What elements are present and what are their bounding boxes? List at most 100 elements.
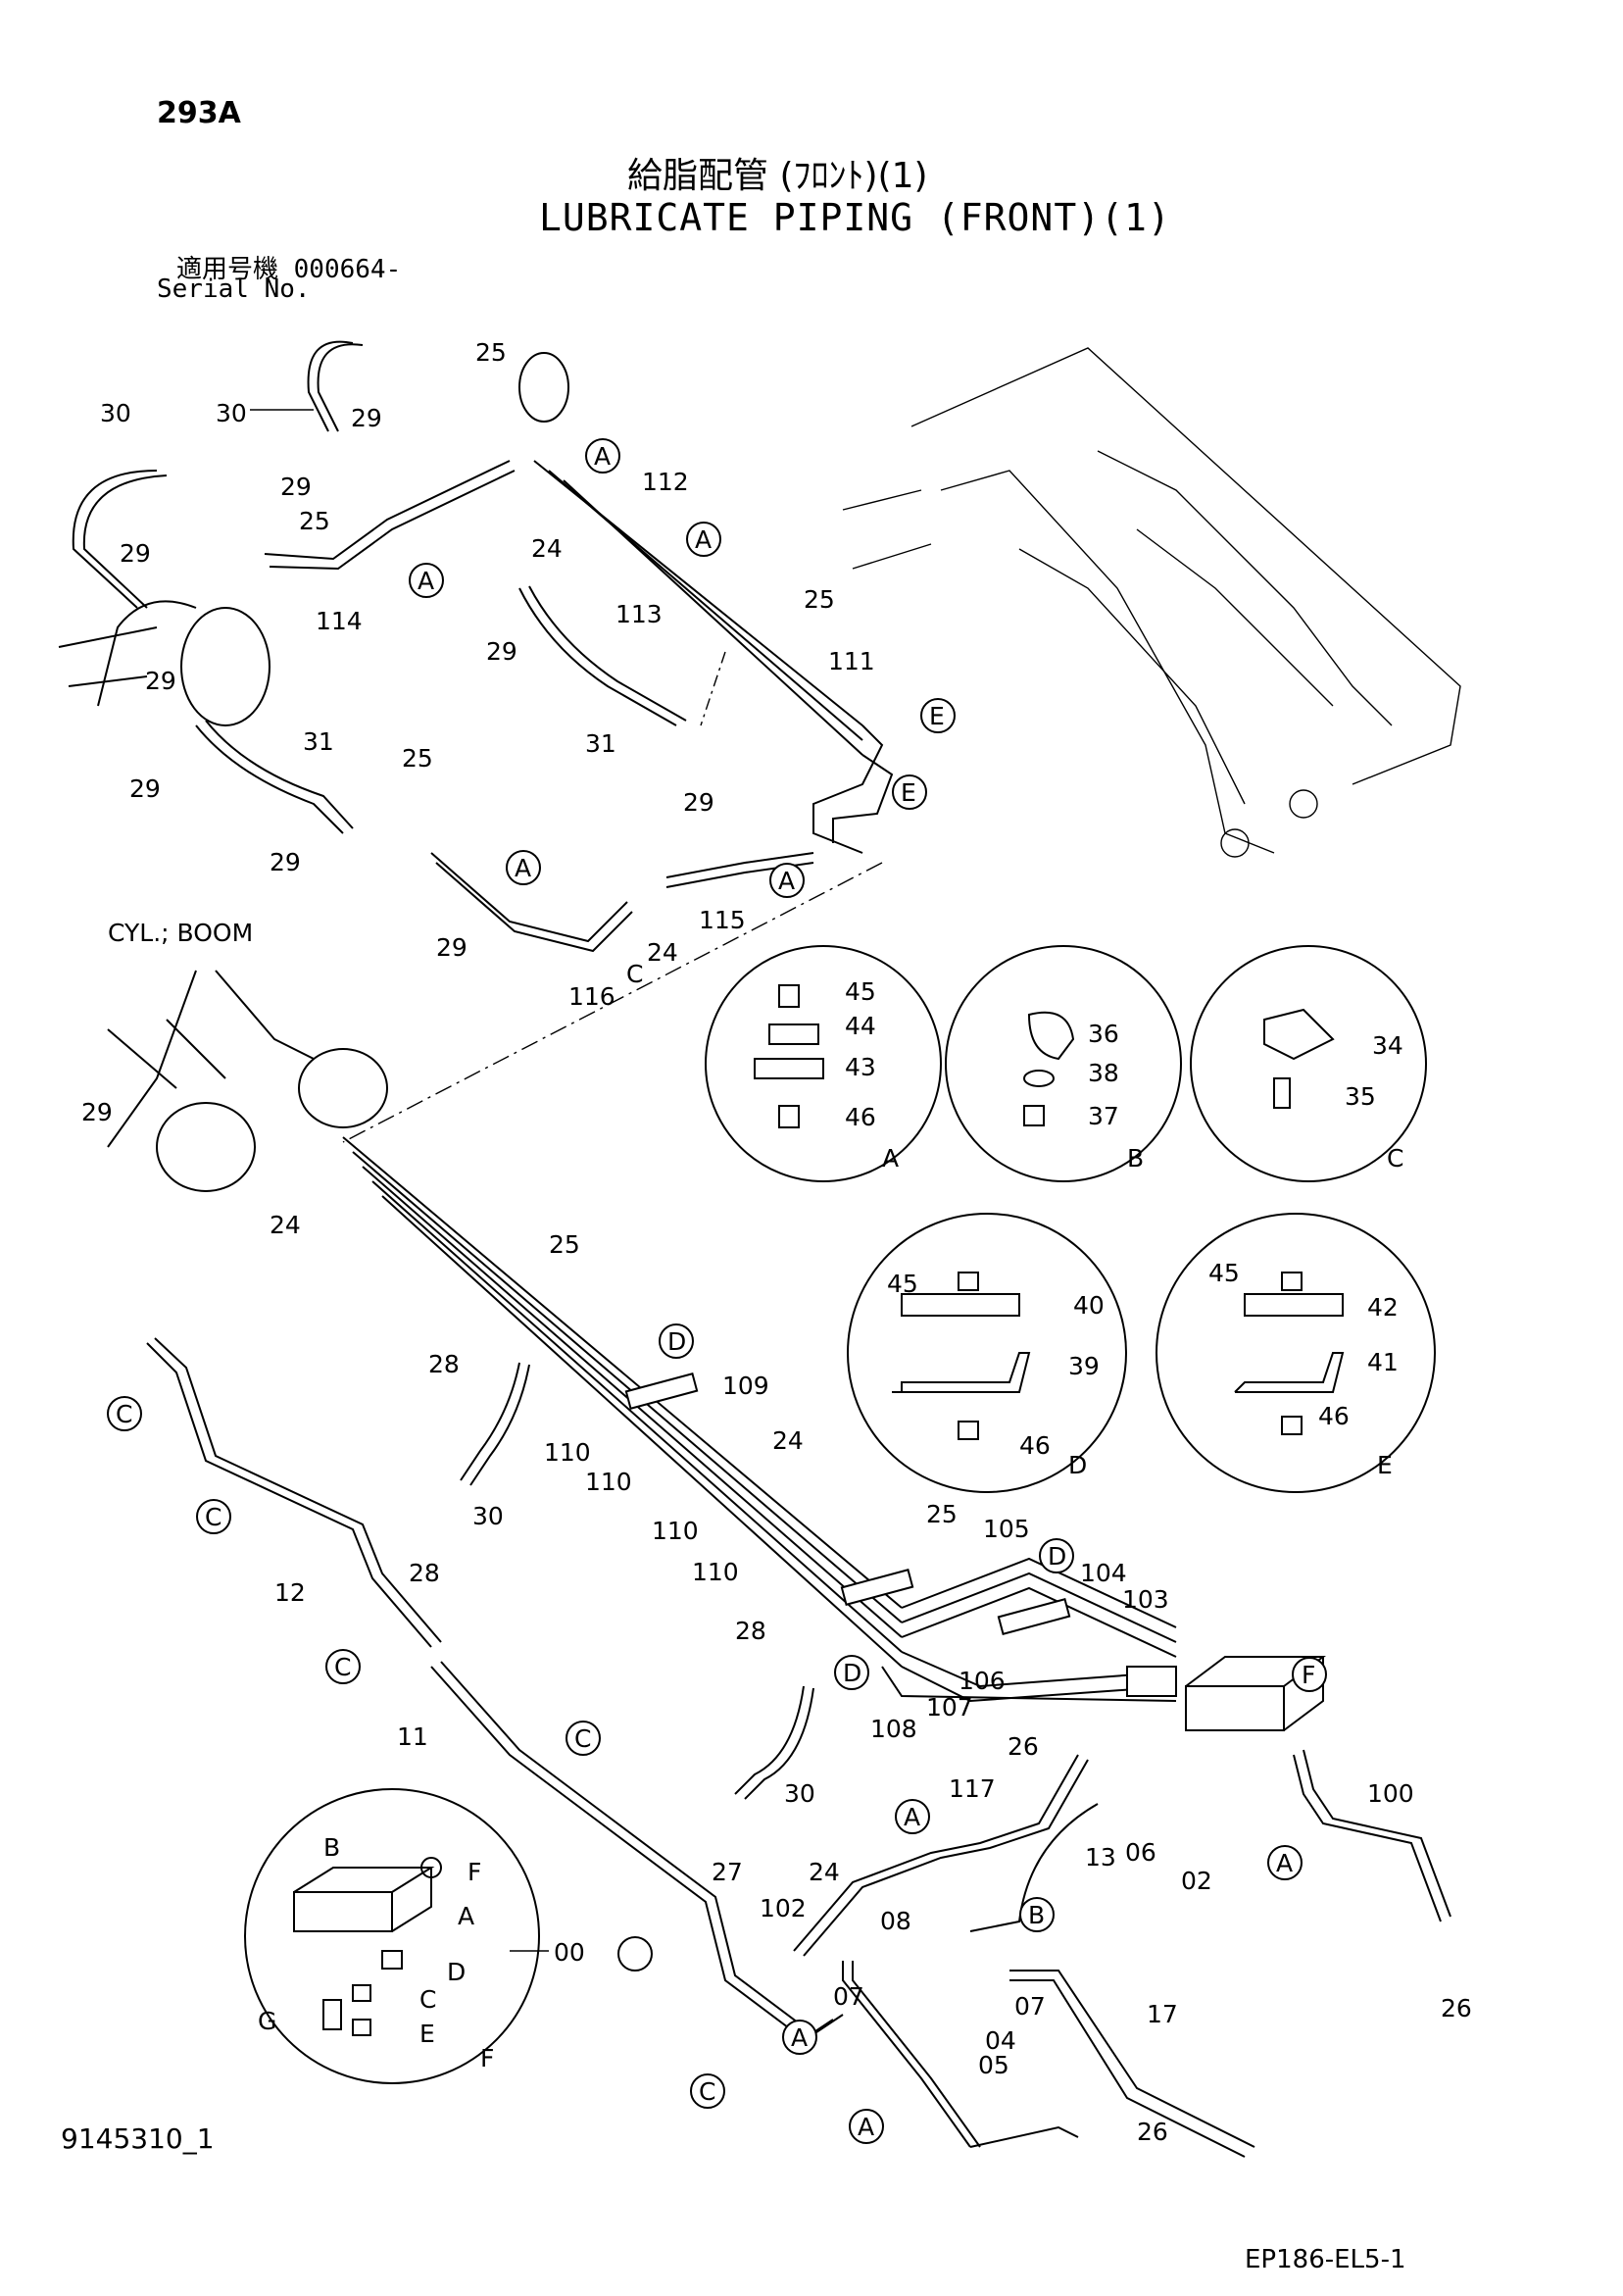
callout-102: 102 (760, 1894, 807, 1922)
marker-letter: C (334, 1653, 351, 1681)
detail-f-label-f: F (467, 1858, 481, 1886)
pipe-109 (371, 1180, 903, 1653)
detail-e-label-41: 41 (1367, 1348, 1399, 1376)
callout-100: 100 (1367, 1779, 1414, 1808)
callout-29-d: 29 (145, 667, 176, 695)
marker-letter: A (904, 1803, 920, 1831)
cyl-pin-upper (298, 1048, 388, 1128)
cyl-body-lines (107, 1019, 226, 1089)
marker-e-1: E (920, 698, 956, 733)
callout-107: 107 (926, 1693, 973, 1722)
marker-c-3: C (325, 1649, 361, 1684)
pipe-bundle-e-b (832, 754, 894, 843)
detail-d-letter: D (1068, 1451, 1087, 1479)
detail-d-label-46: 46 (1019, 1431, 1051, 1460)
callout-00: 00 (554, 1938, 585, 1967)
callout-24-e: 24 (809, 1858, 840, 1886)
marker-letter: C (116, 1400, 132, 1428)
pipe-110-2 (352, 1151, 903, 1623)
cylinder-outline (97, 600, 197, 707)
marker-d-3: D (834, 1655, 869, 1690)
pipe-110-4 (381, 1195, 903, 1668)
boom-sketch-ticks (842, 489, 932, 570)
marker-letter: A (418, 567, 434, 595)
callout-25-f: 25 (926, 1500, 958, 1528)
detail-circle-f (244, 1788, 540, 2084)
detail-circle-a (705, 945, 942, 1182)
marker-letter: A (1276, 1849, 1293, 1877)
detail-d-label-39: 39 (1068, 1352, 1100, 1380)
callout-116: 116 (568, 982, 615, 1011)
detail-c-label-35: 35 (1345, 1082, 1376, 1111)
pipe-100 (1293, 1754, 1442, 1922)
detail-b-letter: B (1127, 1144, 1144, 1173)
clamp-d-3 (840, 1569, 914, 1606)
marker-d-2: D (1039, 1538, 1074, 1573)
page-number: 293A (157, 96, 241, 130)
callout-29-b: 29 (280, 473, 312, 501)
callout-30-b: 30 (216, 399, 247, 427)
callout-111: 111 (828, 647, 875, 675)
pipe-102 (842, 1961, 971, 2148)
pin-boss-top (518, 352, 569, 423)
marker-letter: A (594, 442, 611, 471)
boom-perspective-sketch (842, 347, 1461, 858)
hose-30-upper-b (317, 343, 364, 432)
marker-letter: B (1028, 1901, 1045, 1929)
detail-d-bolt-46 (958, 1421, 979, 1440)
pipe-110-1 (342, 1136, 903, 1609)
callout-13: 13 (1085, 1843, 1116, 1872)
pipe-104 (901, 1572, 1177, 1643)
detail-d-clamp-39 (892, 1352, 1031, 1393)
callout-26-b: 26 (1137, 2118, 1168, 2146)
marker-c-6: C (690, 2073, 725, 2109)
boom-sketch-pin-1 (1220, 828, 1250, 858)
marker-letter: A (858, 2113, 874, 2141)
callout-29-a: 29 (351, 404, 382, 432)
pin-ring-left (180, 607, 270, 726)
callout-04: 04 (985, 2026, 1016, 2055)
detail-f-fitting-c (352, 1984, 371, 2002)
detail-a-clamp-43 (754, 1058, 824, 1079)
pipe-11-b (440, 1661, 844, 2036)
detail-b-clamp-36 (1027, 1011, 1075, 1061)
marker-letter: A (695, 525, 712, 554)
callout-26-a: 26 (1008, 1732, 1039, 1761)
callout-27: 27 (712, 1858, 743, 1886)
callout-104: 104 (1080, 1559, 1127, 1587)
pipe-115 (665, 852, 814, 878)
marker-b-1: B (1019, 1897, 1055, 1932)
callout-31-a: 31 (585, 729, 616, 758)
marker-letter: F (1302, 1661, 1315, 1689)
cyl-pin-lower (156, 1102, 256, 1192)
callout-110-d: 110 (692, 1558, 739, 1586)
callout-29-g: 29 (683, 788, 714, 817)
callout-11: 11 (397, 1722, 428, 1751)
detail-e-label-46: 46 (1318, 1402, 1350, 1430)
detail-e-label-45: 45 (1208, 1259, 1240, 1287)
pipe-bundle-e (812, 724, 884, 854)
detail-d-label-40: 40 (1073, 1291, 1105, 1320)
callout-25-e: 25 (549, 1230, 580, 1259)
detail-circle-b (945, 945, 1182, 1182)
marker-a-6: A (895, 1799, 930, 1834)
boom-outline-top (910, 347, 1461, 785)
dashdot-connector-main (342, 862, 883, 1143)
boom-sketch-pipe (1097, 450, 1393, 726)
marker-letter: C (699, 2077, 715, 2106)
pipe-117-b (803, 1759, 1089, 1957)
detail-circle-c (1190, 945, 1427, 1182)
marker-letter: C (205, 1503, 221, 1531)
detail-f-letter: F (480, 2044, 494, 2072)
callout-108: 108 (870, 1715, 917, 1743)
detail-f-label-e: E (419, 2020, 435, 2048)
callout-05: 05 (978, 2051, 1009, 2079)
detail-e-label-42: 42 (1367, 1293, 1399, 1322)
marker-letter: D (843, 1659, 861, 1687)
callout-106: 106 (959, 1667, 1006, 1695)
callout-29-c: 29 (120, 539, 151, 568)
detail-f-distributor-a (293, 1891, 393, 1932)
detail-f-label-a: A (458, 1902, 474, 1930)
callout-07-b: 07 (1014, 1992, 1046, 2021)
callout-26-c: 26 (1441, 1994, 1472, 2022)
